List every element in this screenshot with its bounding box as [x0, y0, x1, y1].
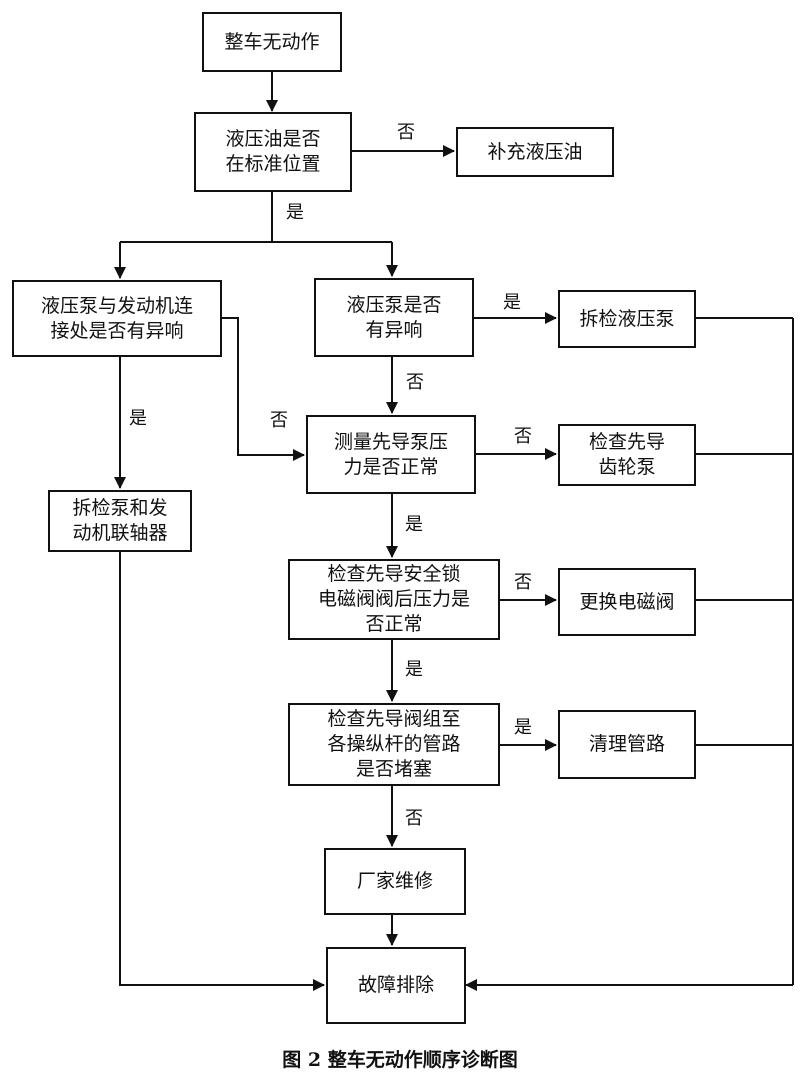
- pump-noise-yes-label: 是: [503, 292, 521, 313]
- node-text: 液压油是否在标准位置: [225, 127, 320, 177]
- node-text: 检查先导安全锁电磁阀阀后压力是否正常: [318, 562, 470, 637]
- connection-no-label: 否: [270, 410, 288, 431]
- solenoid-no-label: 否: [514, 572, 532, 593]
- node-text-line: 厂家维修: [356, 870, 433, 892]
- pump-connection-check-node: 液压泵与发动机连接处是否有异响: [12, 280, 222, 357]
- start-node: 整车无动作: [202, 12, 342, 72]
- node-text-line: 电磁阀阀后压力是: [317, 588, 470, 610]
- fault-cleared-node: 故障排除: [326, 947, 466, 1024]
- node-text-line: 更换电磁阀: [579, 590, 675, 613]
- factory-repair-node: 厂家维修: [324, 848, 466, 915]
- add-oil-node: 补充液压油: [456, 127, 614, 177]
- node-text: 检查先导齿轮泵: [589, 430, 665, 480]
- pipeline-yes-label: 是: [514, 717, 532, 738]
- connection-yes-label: 是: [129, 408, 147, 429]
- solenoid-pressure-check-node: 检查先导安全锁电磁阀阀后压力是否正常: [288, 559, 500, 640]
- node-text-line: 拆检泵和发: [72, 497, 168, 519]
- disassemble-coupling-node: 拆检泵和发动机联轴器: [48, 490, 192, 552]
- oil-level-check-node: 液压油是否在标准位置: [194, 112, 352, 192]
- node-text: 液压泵与发动机连接处是否有异响: [41, 294, 193, 344]
- node-text-line: 检查先导: [588, 431, 665, 453]
- node-text: 拆检泵和发动机联轴器: [72, 496, 167, 546]
- node-text: 测量先导泵压力是否正常: [334, 430, 448, 480]
- node-text-line: 检查先导安全锁: [327, 563, 461, 585]
- pump-noise-check-node: 液压泵是否有异响: [314, 278, 474, 357]
- arrow-coupling-to-cleared: [119, 552, 325, 991]
- clean-pipeline-node: 清理管路: [558, 710, 696, 779]
- pump-noise-no-label: 否: [406, 372, 424, 393]
- pipeline-blocked-check-node: 检查先导阀组至各操纵杆的管路是否堵塞: [288, 703, 500, 786]
- node-text-line: 接处是否有异响: [50, 319, 184, 342]
- node-text-line: 动机联轴器: [72, 522, 168, 544]
- node-text: 拆检液压泵: [579, 307, 674, 332]
- node-text-line: 是否堵塞: [355, 758, 432, 780]
- node-text-line: 整车无动作: [224, 30, 320, 53]
- node-text-line: 液压泵与发动机连: [40, 294, 193, 317]
- node-text-line: 各操纵杆的管路: [327, 733, 461, 755]
- node-text-line: 有异响: [365, 318, 423, 341]
- replace-solenoid-node: 更换电磁阀: [558, 568, 696, 636]
- node-text: 清理管路: [589, 732, 665, 757]
- node-text-line: 检查先导阀组至: [327, 708, 461, 730]
- node-text-line: 测量先导泵压: [333, 430, 448, 453]
- node-text-line: 力是否正常: [343, 455, 439, 478]
- oil-yes-label: 是: [286, 202, 304, 223]
- node-text: 厂家维修: [357, 869, 433, 894]
- oil-no-label: 否: [397, 122, 415, 143]
- node-text: 液压泵是否有异响: [346, 293, 441, 343]
- disassemble-pump-node: 拆检液压泵: [558, 290, 696, 348]
- pilot-pressure-check-node: 测量先导泵压力是否正常: [306, 415, 476, 494]
- pilot-yes-label: 是: [405, 514, 423, 535]
- node-text-line: 液压油是否: [225, 128, 321, 150]
- node-text-line: 液压泵是否: [346, 293, 442, 316]
- arrow-connection-no: [222, 317, 305, 461]
- node-text-line: 清理管路: [588, 733, 665, 755]
- node-text: 整车无动作: [224, 30, 319, 55]
- check-gear-pump-node: 检查先导齿轮泵: [558, 424, 696, 486]
- node-text: 补充液压油: [487, 140, 582, 165]
- node-text-line: 拆检液压泵: [579, 307, 675, 330]
- pilot-no-label: 否: [514, 426, 532, 447]
- node-text: 更换电磁阀: [579, 590, 674, 615]
- pipeline-no-label: 否: [405, 808, 423, 829]
- node-text: 故障排除: [358, 973, 434, 998]
- node-text: 检查先导阀组至各操纵杆的管路是否堵塞: [327, 707, 460, 782]
- figure-caption: 图 2 整车无动作顺序诊断图: [282, 1049, 518, 1071]
- node-text-line: 补充液压油: [487, 140, 583, 163]
- node-text-line: 齿轮泵: [598, 456, 656, 478]
- node-text-line: 否正常: [365, 613, 423, 635]
- node-text-line: 故障排除: [357, 974, 434, 996]
- solenoid-yes-label: 是: [405, 659, 423, 680]
- node-text-line: 在标准位置: [225, 153, 321, 175]
